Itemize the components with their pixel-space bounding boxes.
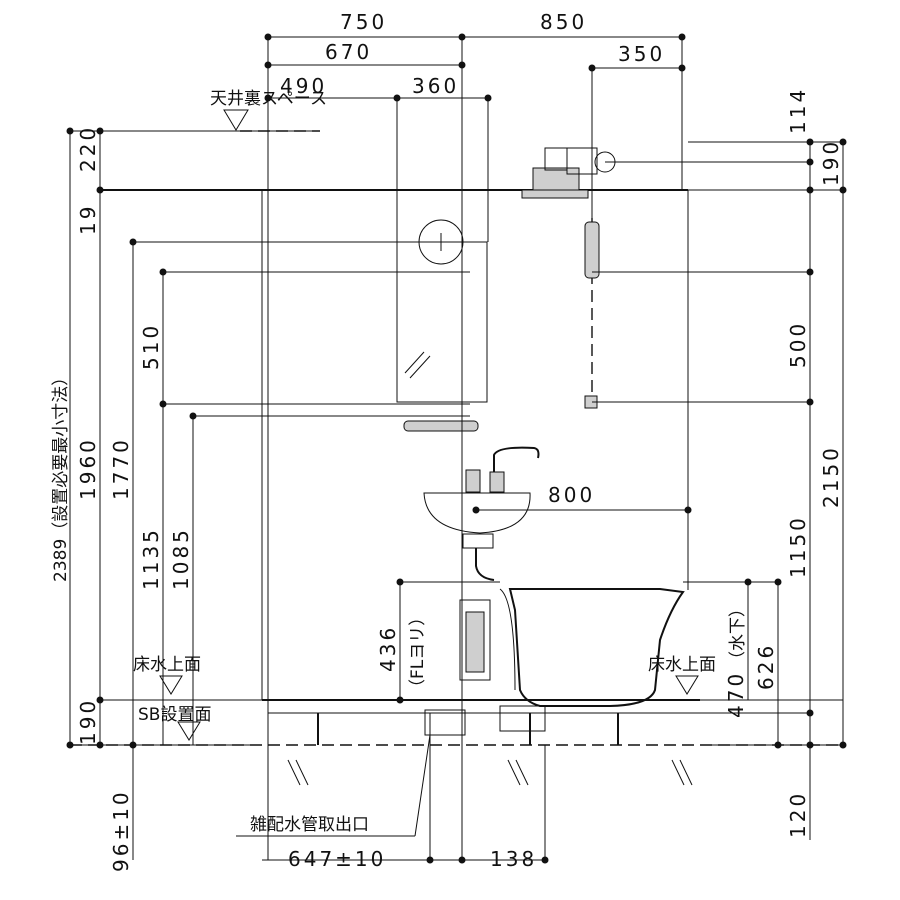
ceiling-space-label: 天井裏スペース: [210, 88, 327, 109]
dim-647: 647±10: [288, 847, 386, 871]
floor-left-label: 床水上面: [133, 655, 201, 675]
dim-670: 670: [325, 40, 372, 64]
support-legs: [317, 713, 619, 745]
hatch-marks: [287, 759, 693, 786]
sb-surface-label: SB設置面: [138, 705, 211, 725]
dim-190-bottom: 190: [76, 698, 100, 745]
dim-500: 500: [786, 321, 810, 368]
dim-490: 490: [280, 74, 327, 98]
dim-350: 350: [618, 42, 665, 66]
sb-triangle: [177, 721, 201, 741]
dim-190-top: 190: [819, 139, 843, 186]
mizushita-label: （水下）: [728, 600, 748, 668]
dim-220: 220: [76, 125, 100, 172]
floor-right-label: 床水上面: [648, 655, 716, 675]
bathtub: [424, 588, 685, 736]
dim-2150: 2150: [819, 445, 843, 508]
dim-360: 360: [412, 74, 459, 98]
dim-120: 120: [786, 791, 810, 838]
dim-1135: 1135: [139, 527, 163, 590]
floor-left-triangle: [159, 675, 183, 695]
fl-yori-label: （FLヨリ）: [408, 609, 428, 696]
dim-1085: 1085: [169, 527, 193, 590]
dim-19: 19: [76, 204, 100, 235]
dim-436: 436: [376, 625, 400, 672]
pipe-outlet-label: 雑配水管取出口: [250, 815, 369, 835]
dimension-lines: [69, 36, 844, 861]
shelf: [403, 420, 479, 432]
dim-850: 850: [540, 10, 587, 34]
mirror-glint: [404, 351, 425, 374]
dim-114: 114: [786, 87, 810, 134]
dimension-dots: [66, 33, 847, 864]
dim-470: 470: [724, 671, 748, 718]
dim-750: 750: [340, 10, 387, 34]
washbasin: [423, 446, 540, 581]
ventilation-fan: [521, 147, 616, 199]
floor-right-triangle: [675, 675, 699, 695]
dim-510: 510: [139, 323, 163, 370]
dim-138: 138: [490, 847, 537, 871]
dim-1960: 1960: [76, 437, 100, 500]
dim-96: 96±10: [109, 789, 133, 872]
ceiling-space-triangle: [223, 109, 249, 131]
install-min-label: 2389（設置必要最小寸法）: [51, 369, 71, 582]
dim-626: 626: [754, 643, 778, 690]
dim-800: 800: [548, 483, 595, 507]
dim-1150: 1150: [786, 515, 810, 578]
dim-1770: 1770: [109, 437, 133, 500]
mirror-glint-2: [409, 355, 431, 379]
shower-head: [584, 221, 600, 279]
